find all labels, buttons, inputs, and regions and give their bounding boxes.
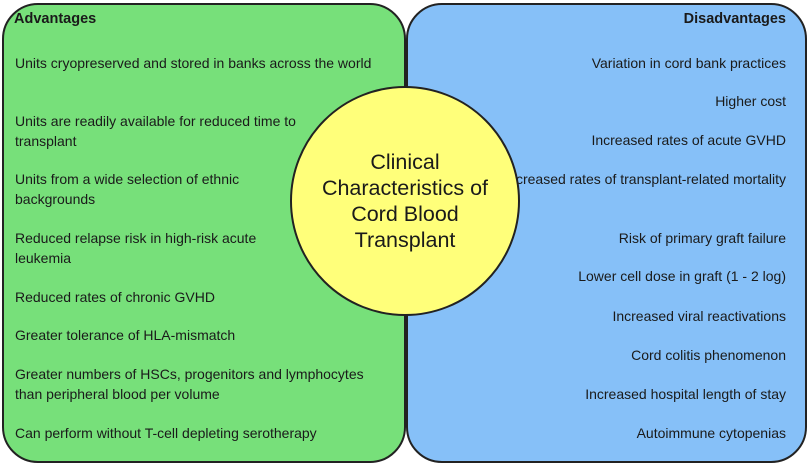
disadvantage-item: Increased rates of acute GVHD [591, 132, 786, 148]
disadvantage-item: Cord colitis phenomenon [631, 347, 786, 363]
disadvantage-item: Increased hospital length of stay [585, 386, 786, 402]
center-title: Clinical Characteristics of Cord Blood T… [321, 150, 489, 252]
advantage-item: Units are readily available for reduced … [15, 113, 296, 149]
advantage-item: Units cryopreserved and stored in banks … [15, 55, 372, 71]
disadvantages-heading: Disadvantages [683, 11, 786, 27]
advantage-item: Greater tolerance of HLA-mismatch [15, 327, 236, 343]
disadvantage-item: Higher cost [715, 93, 786, 109]
center-circle: Clinical Characteristics of Cord Blood T… [290, 86, 520, 316]
advantage-item: Units from a wide selection of ethnic ba… [15, 171, 240, 207]
disadvantage-item: Autoimmune cytopenias [636, 425, 786, 441]
disadvantage-item: Risk of primary graft failure [618, 230, 786, 246]
advantages-heading: Advantages [14, 11, 97, 27]
disadvantage-item: Increased viral reactivations [612, 308, 786, 324]
advantage-item: Can perform without T-cell depleting ser… [15, 425, 317, 441]
advantage-item: Reduced relapse risk in high-risk acute … [15, 230, 257, 266]
advantage-item: Greater numbers of HSCs, progenitors and… [15, 366, 364, 402]
disadvantage-item: Increased rates of transplant-related mo… [504, 171, 786, 187]
disadvantage-item: Variation in cord bank practices [591, 55, 786, 71]
disadvantage-item: Lower cell dose in graft (1 - 2 log) [578, 268, 786, 284]
advantage-item: Reduced rates of chronic GVHD [15, 289, 215, 305]
